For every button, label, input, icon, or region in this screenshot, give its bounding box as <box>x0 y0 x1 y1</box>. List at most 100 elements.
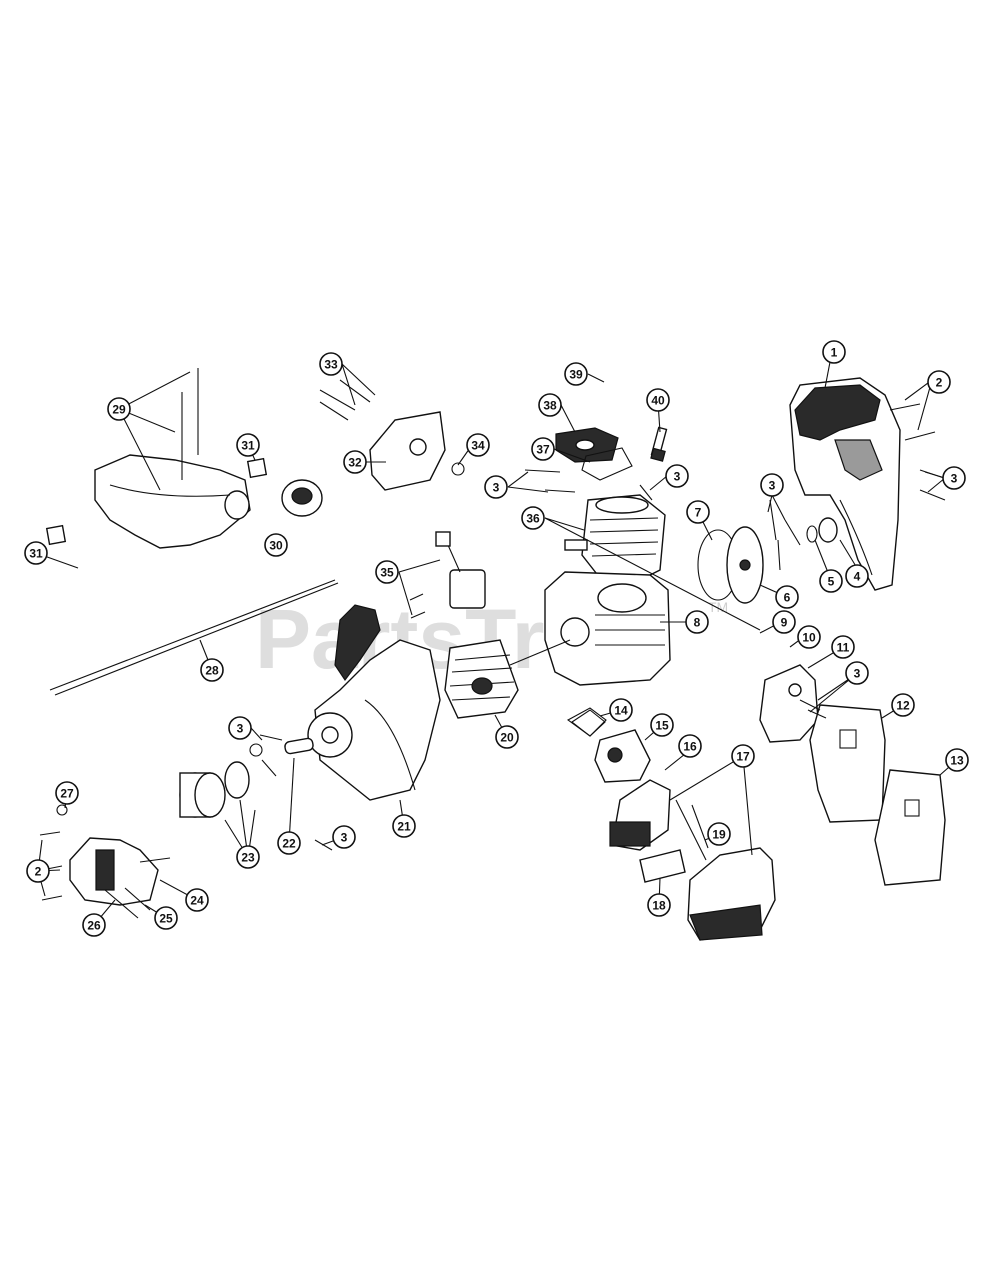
callout-label: 26 <box>87 919 101 933</box>
callout-label: 16 <box>683 740 697 754</box>
part-ignition-coil <box>435 531 486 609</box>
callout-circle <box>466 433 490 457</box>
callout-27: 27 <box>55 781 79 805</box>
callout-28: 28 <box>200 658 224 682</box>
callout-3: 3 <box>760 473 784 497</box>
callout-label: 28 <box>205 664 219 678</box>
callout-3: 3 <box>228 716 252 740</box>
callout-33: 33 <box>319 352 343 376</box>
callout-circle <box>264 533 288 557</box>
callout-label: 32 <box>348 456 362 470</box>
callout-circle <box>942 466 966 490</box>
callout-label: 40 <box>651 394 665 408</box>
callout-label: 29 <box>112 403 126 417</box>
callout-label: 15 <box>655 719 669 733</box>
callout-circle <box>772 610 796 634</box>
callout-label: 10 <box>802 631 816 645</box>
callout-3: 3 <box>484 475 508 499</box>
callout-circle <box>521 506 545 530</box>
callout-7: 7 <box>686 500 710 524</box>
callout-label: 25 <box>159 912 173 926</box>
callout-21: 21 <box>392 814 416 838</box>
callout-circle <box>845 564 869 588</box>
part-crankcase <box>509 571 671 686</box>
part-heat-shield-13 <box>874 769 946 886</box>
callout-29: 29 <box>107 397 131 421</box>
callout-label: 13 <box>950 754 964 768</box>
leader-lines <box>35 361 958 926</box>
callout-label: 17 <box>736 750 750 764</box>
callout-label: 3 <box>854 667 861 681</box>
callout-31: 31 <box>236 433 260 457</box>
part-cylinder-head <box>564 494 666 581</box>
callout-circle <box>332 825 356 849</box>
callout-circle <box>185 888 209 912</box>
callout-label: 1 <box>831 346 838 360</box>
callout-label: 30 <box>269 539 283 553</box>
callout-label: 8 <box>694 616 701 630</box>
callout-circle <box>277 831 301 855</box>
callout-label: 4 <box>854 570 861 584</box>
callout-circle <box>484 475 508 499</box>
callout-circle <box>538 393 562 417</box>
callout-circle <box>375 560 399 584</box>
callout-label: 37 <box>536 443 550 457</box>
callout-label: 35 <box>380 566 394 580</box>
callout-label: 21 <box>397 820 411 834</box>
callout-circle <box>107 397 131 421</box>
callout-circle <box>228 716 252 740</box>
callout-circle <box>707 822 731 846</box>
part-muffler <box>759 664 819 743</box>
callout-35: 35 <box>375 560 399 584</box>
callout-30: 30 <box>264 533 288 557</box>
callout-31: 31 <box>24 541 48 565</box>
callout-23: 23 <box>236 845 260 869</box>
part-gasket-14 <box>566 707 607 737</box>
callout-16: 16 <box>678 734 702 758</box>
callout-19: 19 <box>707 822 731 846</box>
part-small-hardware <box>39 368 951 919</box>
callout-label: 33 <box>324 358 338 372</box>
part-spindle-22 <box>284 737 314 755</box>
callout-2: 2 <box>26 859 50 883</box>
callout-37: 37 <box>531 437 555 461</box>
part-recoil-plate-6 <box>726 526 764 604</box>
callout-20: 20 <box>495 725 519 749</box>
part-air-filter-cover <box>369 411 446 491</box>
callout-15: 15 <box>650 713 674 737</box>
part-filter-18 <box>639 849 686 883</box>
part-spark-plug <box>650 426 668 462</box>
callout-label: 24 <box>190 894 204 908</box>
callout-circle <box>26 859 50 883</box>
callout-circle <box>797 625 821 649</box>
callout-label: 3 <box>674 470 681 484</box>
callout-circle <box>845 661 869 685</box>
callout-circle <box>319 352 343 376</box>
callout-label: 31 <box>241 439 255 453</box>
part-cover-38 <box>555 427 619 463</box>
callout-13: 13 <box>945 748 969 772</box>
callout-label: 3 <box>493 481 500 495</box>
callout-circle <box>24 541 48 565</box>
callout-label: 20 <box>500 731 514 745</box>
callout-3: 3 <box>942 466 966 490</box>
callout-label: 12 <box>896 699 910 713</box>
callout-circle <box>154 906 178 930</box>
callout-circle <box>564 362 588 386</box>
callout-label: 38 <box>543 399 557 413</box>
callout-circle <box>731 744 755 768</box>
callout-18: 18 <box>647 893 671 917</box>
callout-circle <box>609 698 633 722</box>
watermark-trademark: TM <box>708 599 728 615</box>
callout-40: 40 <box>646 388 670 412</box>
callout-circle <box>647 893 671 917</box>
callout-label: 9 <box>781 616 788 630</box>
callout-circle <box>665 464 689 488</box>
callout-label: 19 <box>712 828 726 842</box>
callout-label: 14 <box>614 704 628 718</box>
callout-circle <box>822 340 846 364</box>
callout-3: 3 <box>845 661 869 685</box>
callout-label: 2 <box>35 865 42 879</box>
